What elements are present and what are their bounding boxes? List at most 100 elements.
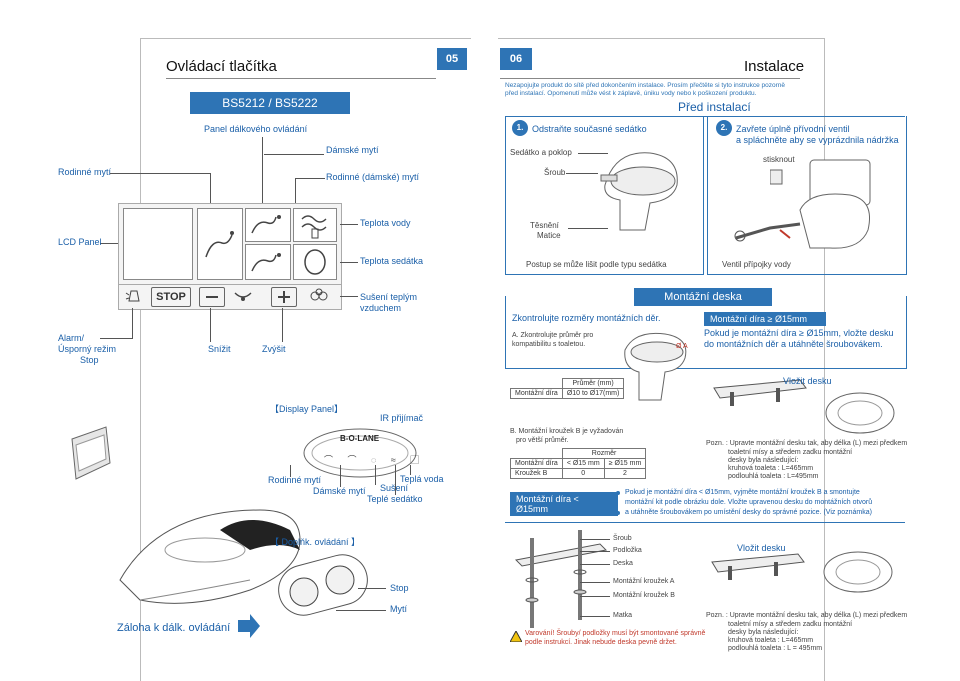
left-page [140,38,471,681]
minus-icon [206,296,218,298]
display-damske: Dámské mytí [313,486,366,496]
pozn1-line-1: Pozn. : Upravte montážní desku tak, aby … [706,440,908,447]
alarm-button[interactable] [123,287,149,305]
right-title-underline [500,78,800,79]
seat-install-drawing-1 [825,392,895,434]
display-teple-sedatko: Teplé sedátko [367,494,423,504]
nozzle-position-icon [234,292,252,301]
wash-icon [251,253,281,272]
label-lcd-panel: LCD Panel [58,237,102,247]
ventil-label: Ventil přípojky vody [722,260,791,269]
display-icons: ⌒ ⌒ ◌ ≈ ▢ [324,455,426,465]
water-temp-button[interactable] [293,208,337,242]
row1-label: Montážní díra [510,458,563,469]
step2-box [707,116,907,275]
toilet-bowl-hole-drawing [624,332,687,401]
pokud-line-2: do montážních děr a utáhněte šroubovákem… [704,339,883,349]
part-krouzek-b: Montážní kroužek B [613,592,675,599]
parts-exploded-drawing [514,530,608,628]
increase-button[interactable] [271,287,297,307]
toilet-remove-drawing [600,152,678,231]
family-wash-button[interactable] [197,208,243,280]
tesneni-label: Těsnění [530,221,559,230]
a-line-2: kompatibilitu s toaletou. [512,341,586,348]
phi-a-label: Ø A [676,343,688,350]
seat-install-drawing-2 [823,551,893,593]
mont-dira-15-box: Montážní díra ≥ Ø15mm [704,312,826,326]
step1-number: 1. [512,120,528,136]
display-rodinne: Rodinné mytí [268,475,322,485]
dryer-button[interactable] [305,287,333,305]
step1-text: Odstraňte současné sedátko [532,124,647,134]
display-suseni: Sušení [380,483,408,493]
fan-icon [310,288,328,301]
pred-instalaci: Před instalací [678,100,751,114]
pozn1-line-3: desky byla následující: [728,457,799,464]
remote-button-row: STOP [118,284,342,310]
backup-label: Záloha k dálk. ovládání [117,622,231,634]
pokud-line-1: Pokud je montážní díra ≥ Ø15mm, vložte d… [704,328,894,338]
valve-drawing [734,222,801,242]
part-sroub: Šroub [613,535,632,542]
montazni-box [505,296,907,369]
varovani-line-2: podle instrukcí. Jinak nebude deska pevn… [525,639,677,646]
water-temp-icon [301,215,327,239]
rozmer-table: Rozměr Montážní díra< Ø15 mm≥ Ø15 mm Kro… [510,448,647,479]
row1-v2: ≥ Ø15 mm [603,458,647,469]
part-deska: Deska [613,560,633,567]
display-panel-title: 【Display Panel】 [270,404,344,414]
bullet-line-2: montážní kit podle obrázku dole. Vložte … [625,499,873,506]
auxiliary-control-drawing [278,554,368,616]
part-podlozka: Podložka [613,547,642,554]
position-button[interactable] [231,287,255,305]
b-line-1: B. Montážní kroužek B je vyžadován [510,428,624,435]
remote-lcd-panel [118,203,342,285]
label-damske: Dámské mytí [326,145,379,155]
alarm-icon [125,290,140,302]
label-rodinne-damske: Rodinné (dámské) mytí [326,172,420,182]
rozmer-header: Rozměr [561,448,647,459]
montazni-deska-header: Montážní deska [634,288,772,306]
display-panel-drawing [303,428,417,478]
pozn2-line-2: toaletní mísy a středem zadku montážní [728,621,853,628]
vlozit-desku-1: Vložit desku [783,376,832,386]
toilet-tank-drawing [770,159,871,249]
seat-temp-icon [304,249,326,275]
row2-v2: 2 [603,468,647,479]
stop-button[interactable]: STOP [151,287,191,307]
label-alarm-1: Alarm/ [58,333,85,343]
warning-icon [510,631,522,642]
step2-line-1: Zavřete úplně přívodní ventil [736,124,850,134]
pozn2-line-5: podlouhlá toaleta : L = 495mm [728,645,823,652]
label-zvysit: Zvýšit [262,344,286,354]
pred-instalaci-line [505,116,905,117]
row1-v1: < Ø15 mm [561,458,605,469]
family-lady-wash-button[interactable] [245,244,291,280]
arrow-right-icon [238,614,260,638]
lady-wash-button[interactable] [245,208,291,242]
label-suseni-2: vzduchem [360,303,402,313]
matice-label: Matice [537,231,561,240]
seat-temp-button[interactable] [293,244,337,280]
lcd-screen [123,208,193,280]
step1-box [505,116,704,275]
pozn1-line-5: podlouhlá toaleta : L=495mm [728,473,819,480]
lady-wash-icon [251,215,281,234]
mounting-plate-drawing [713,379,807,406]
varovani-line-1: Varování! Šrouby/ podložky musí být smon… [525,630,706,637]
left-title-underline [166,78,436,79]
aux-wash-button[interactable] [292,580,320,608]
b-line-2: pro větší průměr. [516,437,569,444]
aux-myti-label: Mytí [390,604,407,614]
prumer-row-label: Montážní díra [510,388,563,399]
rozmer-empty-cell [511,449,563,459]
model-banner: BS5212 / BS5222 [190,92,350,114]
decrease-button[interactable] [199,287,225,307]
a-line-1: A. Zkontrolujte průměr pro [512,332,594,339]
part-matka: Matka [613,612,633,619]
label-rodinne: Rodinné mytí [58,167,112,177]
pozn2-line-1: Pozn. : Upravte montážní desku tak, aby … [706,612,908,619]
aux-stop-button[interactable] [328,568,356,596]
step2-number: 2. [716,120,732,136]
right-page [498,38,825,681]
